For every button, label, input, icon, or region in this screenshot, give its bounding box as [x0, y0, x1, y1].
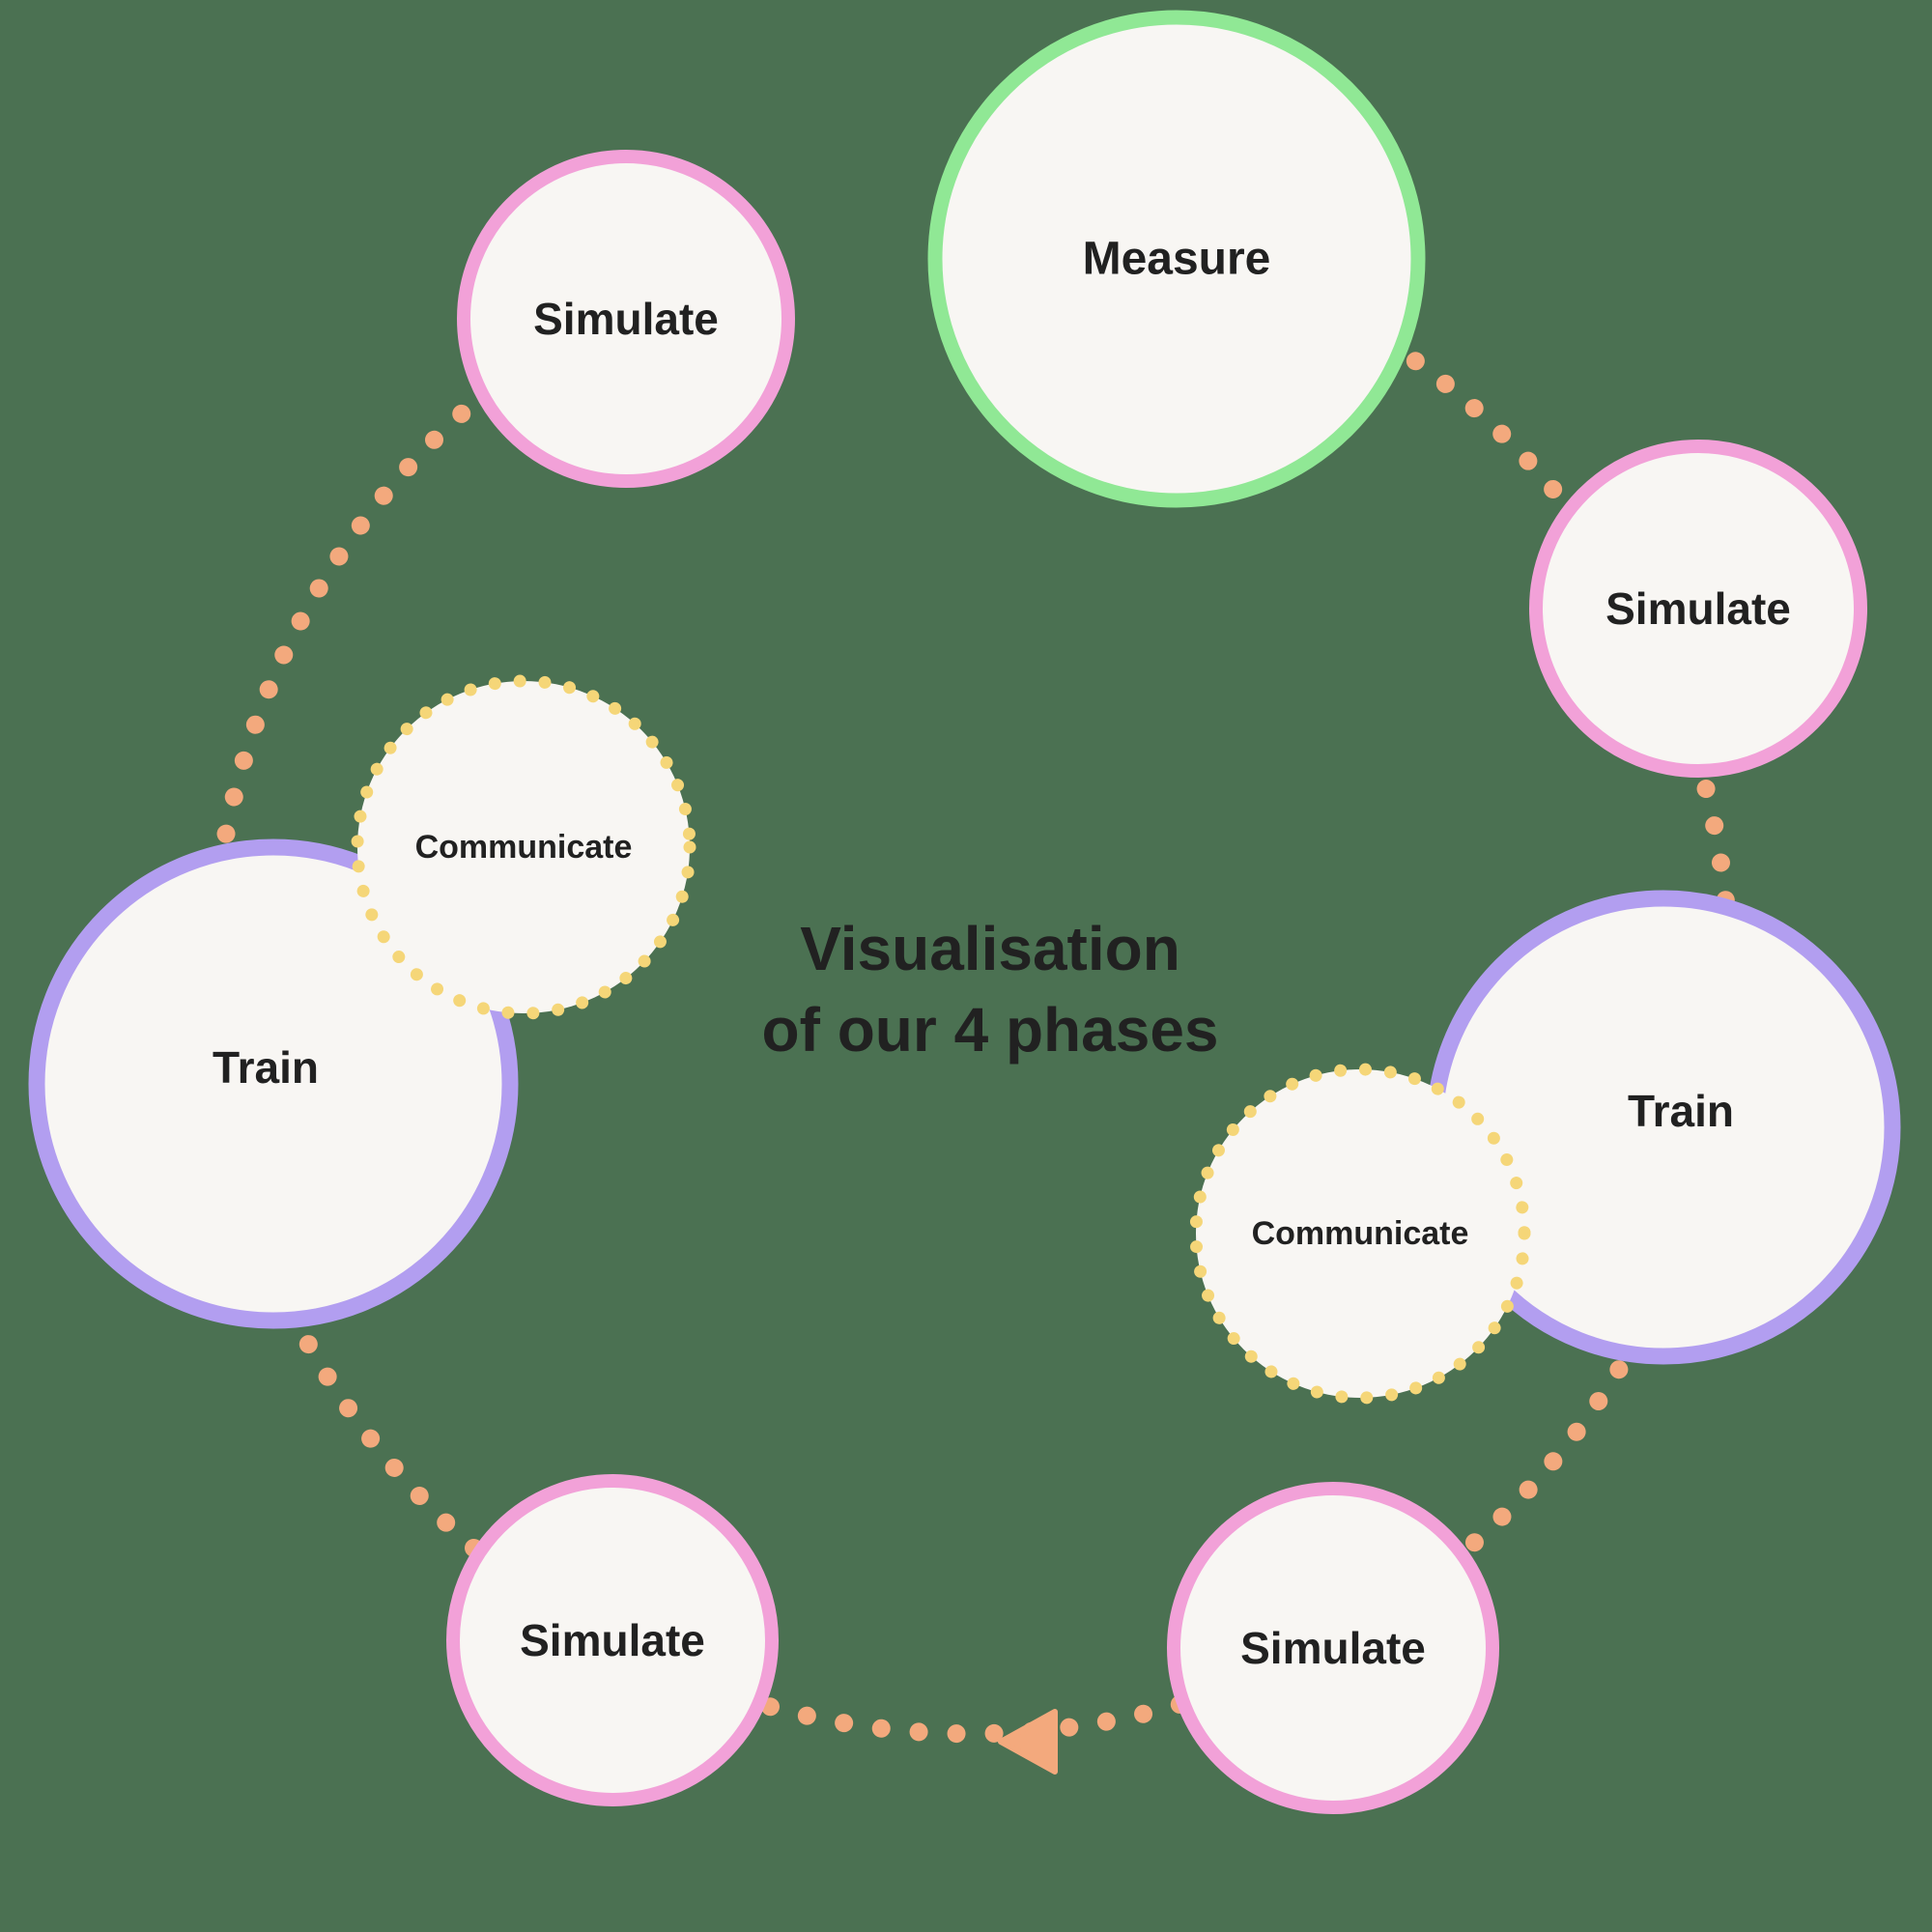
communicate-right-circle	[1189, 1063, 1531, 1405]
train-left-label: Train	[213, 1042, 319, 1093]
phase-node-simulate-top-left: Simulate	[457, 150, 795, 488]
communicate-right-label: Communicate	[1252, 1215, 1469, 1252]
diagram-title-line2: of our 4 phases	[762, 995, 1219, 1065]
simulate-bottom-left-label: Simulate	[520, 1615, 705, 1665]
simulate-bottom-right-label: Simulate	[1240, 1623, 1426, 1673]
phase-node-communicate-left: Communicate	[351, 674, 696, 1020]
communicate-left-label: Communicate	[415, 829, 633, 866]
simulate-bottom-left-circle	[446, 1474, 779, 1806]
phase-node-simulate-bottom-left: Simulate	[446, 1474, 779, 1806]
phase-node-simulate-bottom-right: Simulate	[1167, 1482, 1499, 1814]
phase-node-simulate-right: Simulate	[1529, 440, 1867, 778]
measure-circle	[927, 10, 1426, 508]
simulate-top-left-label: Simulate	[533, 294, 719, 344]
simulate-top-left-circle	[457, 150, 795, 488]
simulate-right-circle	[1529, 440, 1867, 778]
phase-node-measure: Measure	[927, 10, 1426, 508]
simulate-right-label: Simulate	[1605, 583, 1791, 634]
simulate-bottom-right-circle	[1167, 1482, 1499, 1814]
train-left-circle	[28, 838, 519, 1329]
measure-label: Measure	[1083, 234, 1271, 285]
phase-node-communicate-right: Communicate	[1189, 1063, 1531, 1405]
communicate-left-circle	[351, 674, 696, 1020]
diagram-title: Visualisation of our 4 phases	[762, 914, 1219, 1065]
train-right-label: Train	[1628, 1086, 1734, 1136]
phase-node-train-left: Train	[28, 838, 519, 1329]
flow-arrowhead-left-icon	[998, 1709, 1058, 1775]
diagram-title-line1: Visualisation	[800, 914, 1180, 983]
